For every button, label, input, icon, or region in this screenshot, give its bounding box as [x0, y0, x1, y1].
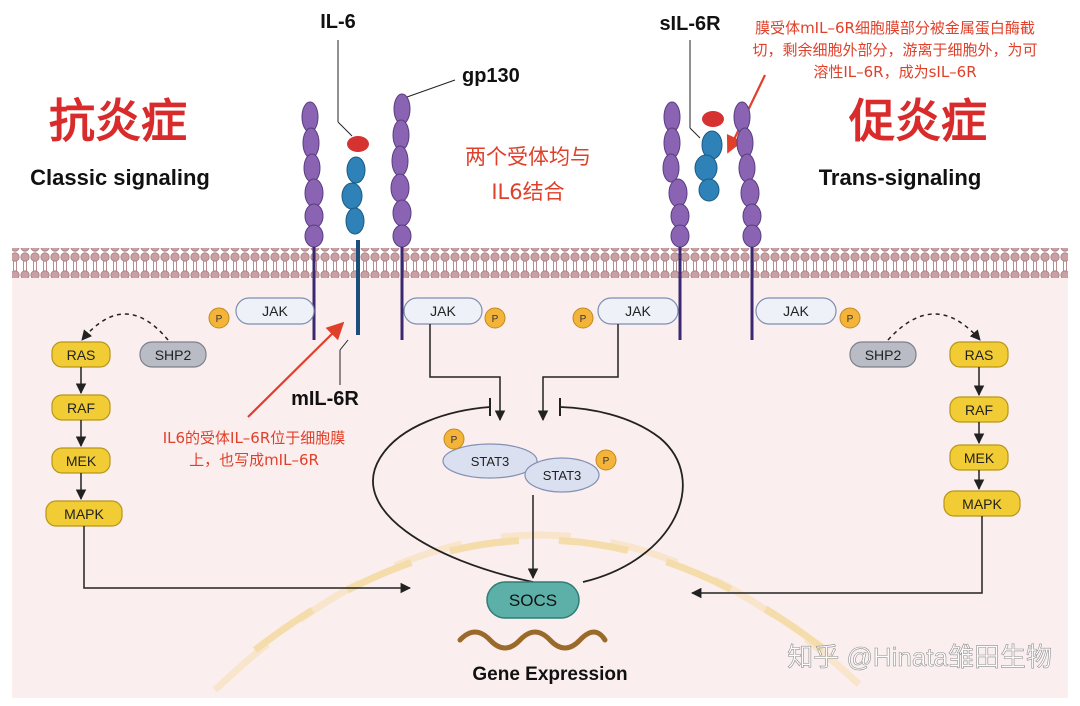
- svg-text:P: P: [847, 314, 854, 325]
- svg-text:JAK: JAK: [625, 303, 651, 319]
- stat3-b: [524, 457, 600, 493]
- mil6r-note-line1: IL6的受体IL–6R位于细胞膜: [163, 429, 346, 447]
- gp130-label: gp130: [462, 65, 520, 87]
- trans-signaling-title: Trans-signaling: [819, 165, 982, 190]
- left-shp2-to-ras-arrow: [81, 313, 169, 341]
- mil6r-receptor: [341, 136, 369, 335]
- svg-text:P: P: [580, 314, 587, 325]
- gene-expression-label: Gene Expression: [472, 664, 627, 685]
- left-raf: RAF: [51, 394, 111, 421]
- jak-center-left: JAK P: [403, 297, 506, 329]
- svg-text:RAS: RAS: [67, 347, 96, 363]
- mil6r-note-arrow: [247, 321, 345, 418]
- jak-far-left: JAK P: [208, 297, 315, 329]
- svg-text:P: P: [492, 314, 499, 325]
- svg-text:SHP2: SHP2: [155, 347, 192, 363]
- mil6r-note-line2: 上，也写成mIL–6R: [189, 451, 319, 469]
- right-mek: MEK: [949, 444, 1009, 471]
- sil6r-soluble-receptor: [694, 111, 724, 202]
- center-note-line2: IL6结合: [491, 180, 564, 204]
- cell-membrane: [12, 248, 1068, 278]
- svg-text:JAK: JAK: [783, 303, 809, 319]
- svg-text:MEK: MEK: [964, 450, 995, 466]
- mil6r-label: mIL-6R: [291, 388, 359, 410]
- extracellular-space: [0, 0, 1080, 248]
- svg-text:P: P: [603, 456, 610, 467]
- svg-text:P: P: [451, 435, 458, 446]
- classic-signaling-title: Classic signaling: [30, 165, 210, 190]
- svg-text:MAPK: MAPK: [64, 506, 104, 522]
- socs-inhibition-right: [559, 406, 684, 583]
- right-ras: RAS: [949, 341, 1009, 368]
- pro-inflammatory-title: 促炎症: [848, 94, 987, 148]
- svg-text:STAT3: STAT3: [471, 454, 510, 469]
- stat3-a: [442, 443, 538, 479]
- right-mapk-to-socs-arrow: [690, 516, 983, 599]
- watermark: 知乎 @Hinata雏田生物: [787, 642, 1052, 672]
- svg-text:JAK: JAK: [430, 303, 456, 319]
- svg-text:SHP2: SHP2: [865, 347, 902, 363]
- sil6r-note-line2: 切，剩余细胞外部分，游离于细胞外，为可: [752, 41, 1037, 59]
- right-raf: RAF: [949, 396, 1009, 423]
- socs: SOCS: [486, 581, 580, 619]
- sil6r-note-line1: 膜受体mIL–6R细胞膜部分被金属蛋白酶截: [755, 19, 1035, 37]
- left-mek: MEK: [51, 447, 111, 474]
- svg-text:RAS: RAS: [965, 347, 994, 363]
- left-shp2: SHP2: [139, 341, 207, 368]
- nucleus-outline: [212, 531, 868, 693]
- anti-inflammatory-title: 抗炎症: [49, 94, 187, 148]
- dna-icon: [457, 629, 608, 651]
- right-shp2: SHP2: [849, 341, 917, 368]
- gp130-left-b: [390, 93, 412, 340]
- jak-left-to-stat3-arrow: [429, 324, 506, 422]
- il6-ligand-left: [347, 136, 369, 152]
- left-ras: RAS: [51, 341, 111, 368]
- socs-inhibition-left: [372, 406, 534, 583]
- il6-ligand-right: [702, 111, 724, 127]
- svg-text:SOCS: SOCS: [509, 591, 557, 610]
- sil6r-note-line3: 溶性IL–6R，成为sIL–6R: [813, 63, 976, 81]
- sil6r-label: sIL-6R: [659, 13, 721, 35]
- svg-text:RAF: RAF: [965, 402, 993, 418]
- gp130-right-a: [662, 101, 690, 340]
- center-note-line1: 两个受体均与: [465, 145, 591, 169]
- svg-text:STAT3: STAT3: [543, 468, 582, 483]
- right-mapk: MAPK: [943, 490, 1021, 517]
- jak-far-right: JAK P: [755, 297, 861, 329]
- svg-text:RAF: RAF: [67, 400, 95, 416]
- svg-text:JAK: JAK: [262, 303, 288, 319]
- gp130-right-b: [733, 101, 762, 340]
- gp130-left-a: [301, 101, 324, 340]
- left-mapk: MAPK: [45, 500, 123, 527]
- svg-text:P: P: [216, 314, 223, 325]
- svg-text:MEK: MEK: [66, 453, 97, 469]
- svg-text:MAPK: MAPK: [962, 496, 1002, 512]
- stat3-dimer: STAT3 STAT3 P P: [442, 428, 617, 493]
- jak-right-to-stat3-arrow: [537, 324, 619, 422]
- il6-label: IL-6: [320, 11, 356, 33]
- left-mapk-to-socs-arrow: [83, 526, 412, 594]
- jak-center-right: JAK P: [572, 297, 679, 329]
